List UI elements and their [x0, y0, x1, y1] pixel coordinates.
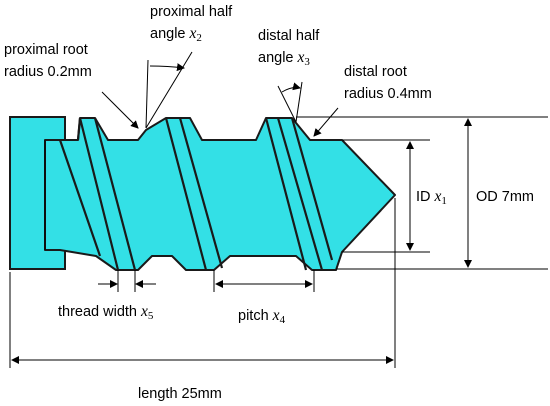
distal-half-angle-label: distal half: [258, 28, 320, 44]
thread-groove: [93, 117, 137, 271]
length-dimension: [9, 198, 396, 368]
proximal-root-radius-label: proximal root: [4, 42, 88, 58]
distal-root-radius-leader: [313, 107, 339, 137]
length-label: length 25mm: [138, 386, 222, 402]
proximal-half-angle-label: proximal half: [150, 4, 233, 20]
thread-groove: [264, 117, 308, 271]
outer-diameter-label: OD 7mm: [476, 189, 534, 205]
pitch-dimension: [213, 270, 315, 292]
screw-shaft: [44, 117, 396, 271]
distal-half-angle-label: angle x3: [258, 49, 310, 68]
distal-root-radius-label: radius 0.4mm: [344, 86, 432, 102]
pitch-label: pitch x4: [238, 307, 286, 326]
thread-groove: [290, 117, 334, 261]
thread-width-label: thread width x5: [58, 303, 154, 322]
proximal-half-angle-label: angle x2: [150, 25, 202, 44]
thread-groove: [58, 139, 102, 257]
distal-root-radius-label: distal root: [344, 64, 407, 80]
thread-groove: [78, 117, 120, 271]
proximal-root-radius-leader: [101, 91, 139, 129]
inner-diameter-label: ID x1: [416, 188, 447, 207]
outer-diameter-dimension: [296, 116, 548, 270]
proximal-half-angle-marker: [145, 51, 193, 129]
thread-groove: [76, 117, 82, 141]
screw-body: [9, 116, 396, 271]
thread-groove: [164, 117, 208, 271]
distal-half-angle-marker: [277, 81, 303, 123]
thread-groove: [178, 117, 224, 269]
proximal-root-radius-label: radius 0.2mm: [4, 64, 92, 80]
thread-width-dimension: [98, 270, 156, 292]
inner-diameter-dimension: [342, 139, 430, 253]
thread-groove: [276, 117, 324, 271]
